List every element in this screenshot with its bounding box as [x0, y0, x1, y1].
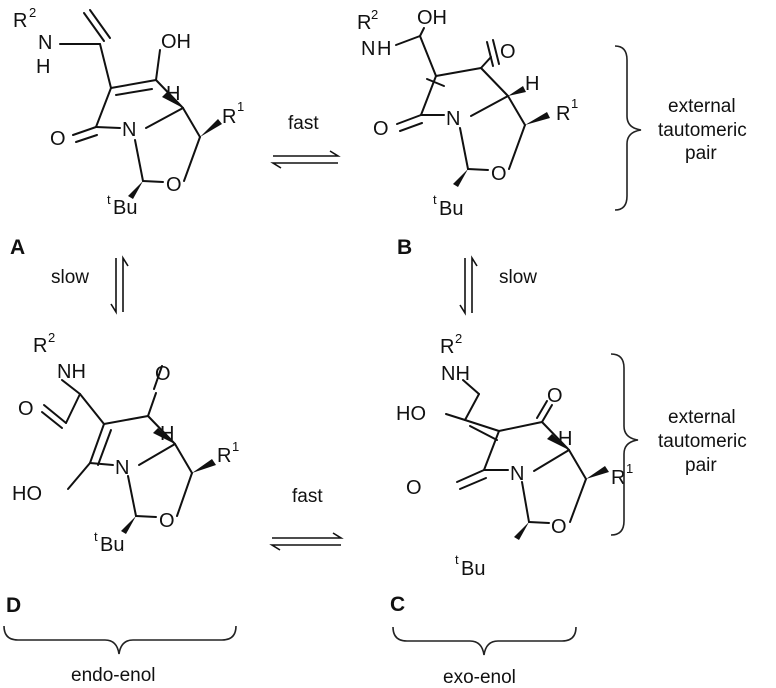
compound-c: NH R 2 HO O O N O R 1 H t Bu C: [390, 331, 633, 616]
label-b: B: [397, 236, 412, 259]
c-ring-o: O: [551, 516, 567, 538]
d-r2-sup: 2: [48, 330, 55, 345]
b-ring-n: N: [446, 108, 460, 130]
c-nh: NH: [441, 363, 470, 385]
c-hydroxy: HO: [396, 403, 426, 425]
d-nh: NH: [57, 361, 86, 383]
c-r2-sup: 2: [455, 331, 462, 346]
b-r1: R: [556, 103, 570, 125]
a-carbonyl-o: O: [50, 128, 66, 150]
c-tbu-sup: t: [455, 552, 459, 567]
c-r1-sup: 1: [626, 461, 633, 476]
b-tbu: Bu: [439, 198, 463, 220]
b-amide-h: H: [377, 38, 391, 60]
equilibrium-right: slow: [459, 255, 537, 316]
a-r1-sup: 1: [237, 99, 244, 114]
d-r2: R: [33, 335, 47, 357]
label-a: A: [10, 236, 25, 259]
c-r1: R: [611, 467, 625, 489]
brace-top-right-line1: external: [668, 96, 736, 117]
compound-d: NH R 2 O O HO N O R 1 H t Bu D: [6, 330, 239, 617]
equilibrium-left: slow: [51, 255, 129, 315]
brace-bottom-right: external tautomeric pair: [610, 353, 747, 536]
b-hydroxy: OH: [417, 7, 447, 29]
b-r2: R: [357, 12, 371, 34]
d-keto-o: O: [155, 363, 171, 385]
d-tbu-sup: t: [94, 529, 98, 544]
a-ring-n: N: [122, 119, 136, 141]
d-r1-sup: 1: [232, 439, 239, 454]
c-keto-o: O: [547, 385, 563, 407]
eq-right-label: slow: [499, 267, 537, 288]
d-ring-n: N: [115, 457, 129, 479]
eq-left-label: slow: [51, 267, 89, 288]
a-r1: R: [222, 106, 236, 128]
a-amide-n: N: [38, 32, 52, 54]
brace-bottom-right-line2: tautomeric: [658, 431, 747, 452]
a-r2: R: [13, 10, 27, 32]
brace-top-right-line2: tautomeric: [658, 120, 747, 141]
brace-bottom-mid: exo-enol: [392, 626, 577, 688]
eq-top-label: fast: [288, 113, 319, 134]
a-ring-o: O: [166, 174, 182, 196]
brace-top-right: external tautomeric pair: [614, 45, 747, 211]
b-r1-sup: 1: [571, 96, 578, 111]
eq-bottom-label: fast: [292, 486, 323, 507]
a-hydroxy: OH: [161, 31, 191, 53]
label-c: C: [390, 593, 405, 616]
d-r1: R: [217, 445, 231, 467]
c-tbu: Bu: [461, 558, 485, 580]
a-amide-h: H: [36, 56, 50, 78]
b-tbu-sup: t: [433, 192, 437, 207]
a-r2-sup: 2: [29, 5, 36, 20]
brace-bottom-mid-label: exo-enol: [443, 667, 516, 688]
brace-bottom-left: endo-enol: [3, 625, 237, 686]
brace-bottom-left-label: endo-enol: [71, 665, 156, 686]
d-amide-o: O: [18, 398, 34, 420]
brace-bottom-right-line3: pair: [685, 455, 717, 476]
d-h: H: [160, 423, 174, 445]
b-h: H: [525, 73, 539, 95]
brace-bottom-right-line1: external: [668, 407, 736, 428]
d-tbu: Bu: [100, 534, 124, 556]
b-amide-n: N: [361, 38, 375, 60]
b-ring-o: O: [491, 163, 507, 185]
compound-a: N H R 2 OH O N O R 1 H t Bu A: [10, 5, 244, 259]
a-h: H: [166, 83, 180, 105]
c-ring-n: N: [510, 463, 524, 485]
b-carbonyl-o: O: [373, 118, 389, 140]
d-hydroxy: HO: [12, 483, 42, 505]
equilibrium-bottom: fast: [269, 486, 344, 551]
c-h: H: [558, 428, 572, 450]
b-r2-sup: 2: [371, 7, 378, 22]
c-r2: R: [440, 336, 454, 358]
brace-top-right-line3: pair: [685, 143, 717, 164]
label-d: D: [6, 594, 21, 617]
equilibrium-top: fast: [270, 113, 341, 169]
compound-b: N H R 2 OH O O N O R 1 H t Bu B: [357, 7, 578, 259]
d-ring-o: O: [159, 510, 175, 532]
a-tbu: Bu: [113, 197, 137, 219]
c-carbonyl-o: O: [406, 477, 422, 499]
b-keto-o: O: [500, 41, 516, 63]
a-tbu-sup: t: [107, 192, 111, 207]
